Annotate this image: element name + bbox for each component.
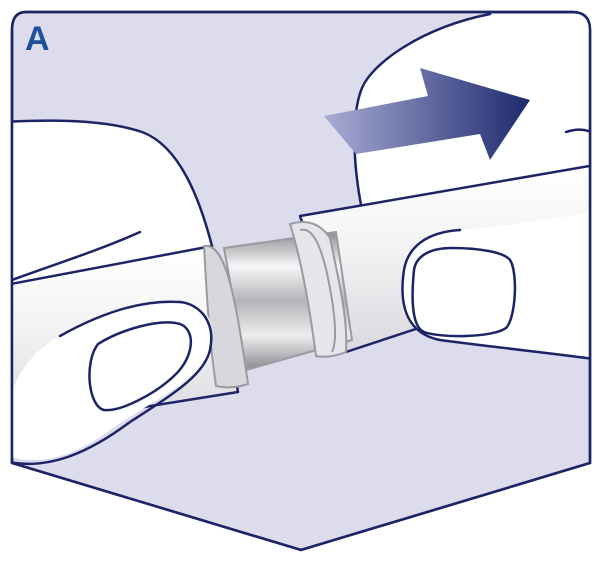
step-label: A bbox=[25, 22, 50, 56]
right-thumbnail bbox=[413, 248, 515, 336]
